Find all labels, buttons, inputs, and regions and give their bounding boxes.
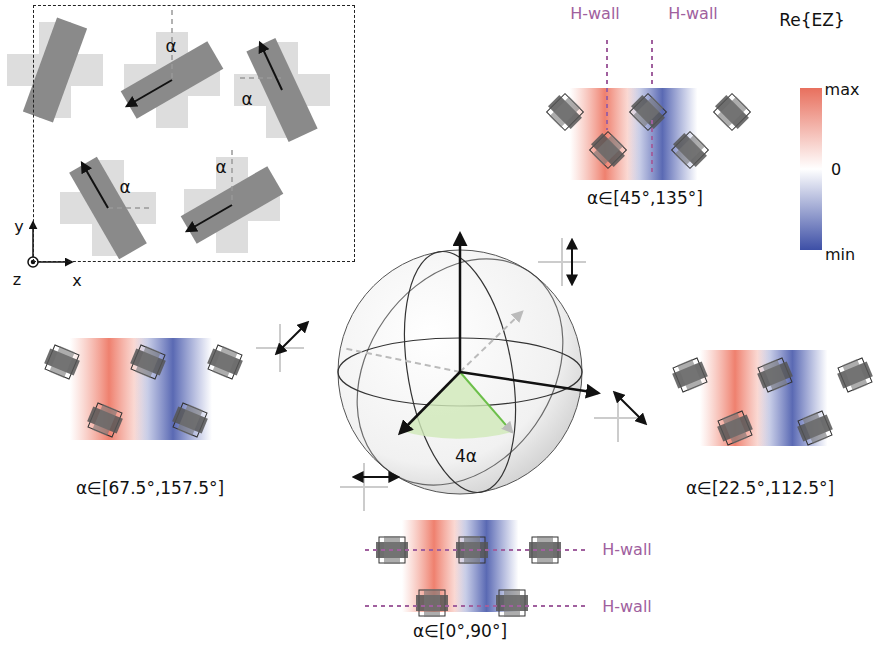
meta-atom bbox=[414, 585, 451, 622]
field-band bbox=[627, 88, 697, 180]
field-band bbox=[134, 338, 212, 440]
colorbar-label: max bbox=[825, 81, 860, 99]
meta-atom bbox=[753, 353, 797, 397]
inset-panel: ααααyzx bbox=[33, 5, 355, 262]
meta-atom bbox=[7, 18, 103, 123]
h-wall-line bbox=[651, 120, 653, 175]
meta-atom bbox=[234, 38, 330, 142]
wall-label: H-wall bbox=[602, 541, 652, 559]
symbol-label: x bbox=[72, 272, 81, 290]
meta-atom bbox=[121, 10, 224, 128]
field-panel: H-wallH-wallα∈[0°,90°] bbox=[356, 514, 676, 646]
field-panel: H-wall H-wall α∈[45°,135°] bbox=[540, 0, 790, 212]
field-band bbox=[757, 350, 827, 446]
symbol-label: α bbox=[215, 158, 226, 177]
meta-atom bbox=[668, 353, 712, 397]
symbol-label: α bbox=[119, 178, 130, 197]
h-wall-line bbox=[365, 605, 585, 607]
symbol-label: α bbox=[165, 37, 176, 56]
meta-atom bbox=[544, 91, 586, 133]
meta-atom bbox=[793, 406, 837, 450]
h-wall-line bbox=[606, 40, 608, 130]
wall-label: H-wall bbox=[602, 598, 652, 616]
angle-label: 4α bbox=[455, 447, 477, 466]
angle-range: α∈[45°,135°] bbox=[587, 189, 703, 208]
polarization-symbol bbox=[594, 392, 646, 442]
polarization-symbol bbox=[538, 238, 586, 286]
angle-range: α∈[0°,90°] bbox=[413, 622, 507, 641]
field-panel: α∈[67.5°,157.5°] bbox=[36, 330, 276, 502]
polarization-symbol bbox=[256, 322, 308, 372]
wall-label: H-wall bbox=[570, 5, 620, 23]
meta-atom bbox=[833, 353, 873, 397]
meta-atom bbox=[181, 150, 284, 253]
meta-atom bbox=[126, 340, 170, 384]
meta-atom bbox=[60, 157, 156, 260]
meta-atom bbox=[627, 91, 669, 133]
wall-label: H-wall bbox=[668, 5, 718, 23]
meta-atom bbox=[168, 398, 212, 442]
meta-atom bbox=[203, 340, 247, 384]
angle-range: α∈[67.5°,157.5°] bbox=[76, 479, 224, 498]
h-wall-line bbox=[365, 549, 585, 551]
meta-atom bbox=[40, 340, 84, 384]
meta-atom bbox=[669, 129, 711, 171]
symbol-label: α bbox=[241, 90, 252, 109]
angle-range: α∈[22.5°,112.5°] bbox=[686, 479, 834, 498]
meta-atom bbox=[711, 91, 753, 133]
colorbar-label: 0 bbox=[831, 161, 841, 179]
meta-atom bbox=[494, 585, 531, 622]
meta-atom bbox=[713, 406, 757, 450]
symbol-label: y bbox=[14, 218, 23, 236]
meta-atom bbox=[587, 129, 629, 171]
field-panel: α∈[22.5°,112.5°] bbox=[656, 340, 871, 502]
colorbar-label: Re{EZ} bbox=[779, 11, 845, 30]
h-wall-line bbox=[651, 40, 653, 88]
colorbar-label: min bbox=[825, 246, 855, 264]
polarization-symbol bbox=[340, 463, 398, 511]
colorbar bbox=[800, 88, 822, 250]
meta-atom bbox=[83, 398, 127, 442]
symbol-label: z bbox=[13, 271, 21, 289]
